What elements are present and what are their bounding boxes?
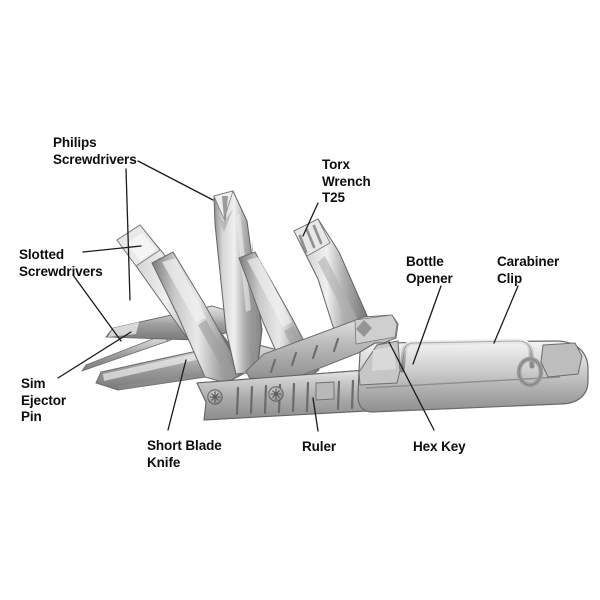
leader-slotted-a [82,245,142,253]
hex-key-part [245,314,399,385]
carabiner-wire-gate [399,338,544,388]
leader-philips-a [137,160,214,201]
leader-ruler [312,397,319,432]
leader-bottle-opener [412,285,442,365]
leader-sim-pin [57,331,132,379]
callout-bottle-opener: Bottle Opener [406,254,453,286]
slotted-screwdriver-bit-mid [151,251,244,384]
torx-wrench-t25-part [293,218,373,341]
pivot-screw-left [207,389,223,405]
callout-ruler: Ruler [302,439,337,454]
callout-short-blade-knife: Short Blade Knife [147,438,222,470]
callout-sim-ejector-pin: Sim Ejector Pin [21,376,67,424]
tool-group [81,190,589,421]
leader-slotted-b [72,274,122,342]
bottle-opener-part [358,340,401,386]
leader-philips-b [125,168,131,301]
pivot-screw-right [268,386,284,402]
callout-slotted-screwdrivers: Slotted Screwdrivers [19,247,103,279]
callout-philips-screwdrivers: Philips Screwdrivers [53,135,137,167]
leader-short-blade [167,359,187,431]
leader-torx [302,202,319,237]
callout-carabiner-clip: Carabiner Clip [497,254,560,286]
callout-torx-wrench-t25: Torx Wrench T25 [322,157,371,205]
leader-carabiner [493,285,519,344]
leader-lines [57,160,519,432]
leader-hex-key [388,341,435,431]
callout-hex-key: Hex Key [413,439,466,454]
carabiner-clip-part [357,338,589,413]
